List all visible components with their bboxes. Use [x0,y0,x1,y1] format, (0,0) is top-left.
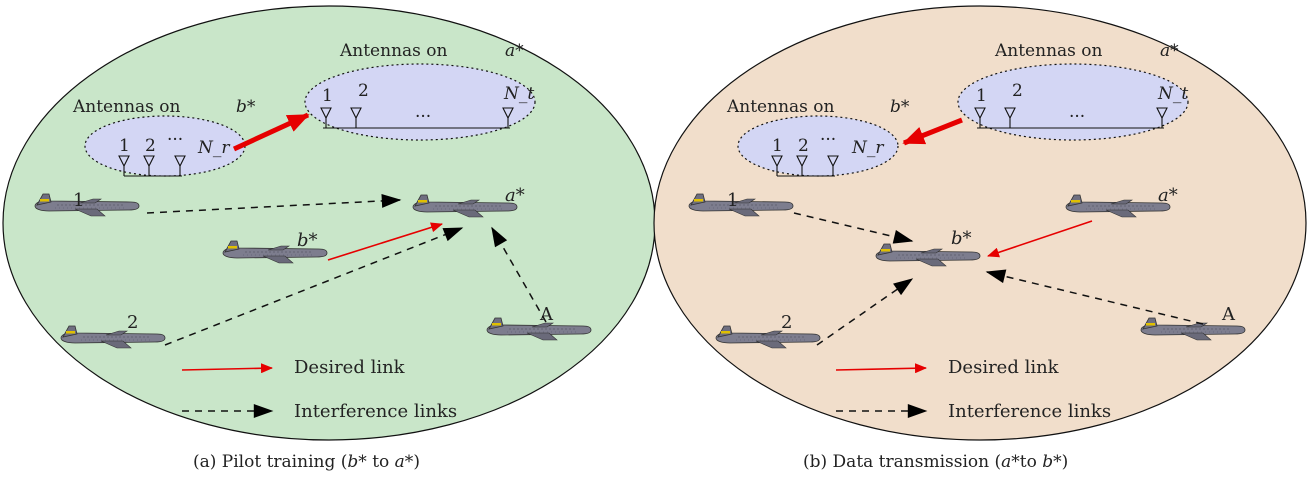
panel-a-legend: Desired link Interference links [181,357,457,422]
desired-link [327,222,443,261]
legend-interference-label: Interference links [294,401,457,422]
antenna-label: 1 [976,86,987,106]
antenna-label: N_t [1157,84,1188,104]
antenna-label: ··· [1069,107,1085,127]
antenna-label: N_r [197,138,230,158]
caption-from: b* [347,452,367,472]
antenna-group-var: b* [236,97,256,117]
antenna-label: 1 [322,86,333,106]
caption-from: a* [1001,452,1020,472]
aircraft-label: 1 [727,190,738,211]
panel-b-legend: Desired link Interference links [835,357,1111,422]
aircraft-label: 2 [781,312,792,333]
antenna-group-title: Antennas on [339,41,448,61]
antenna-group-var: a* [505,41,524,61]
legend-desired-swatch [181,363,273,374]
caption-to-word: to [372,452,390,472]
aircraft-label: b* [951,228,972,249]
panel-b-antenna-group-b: Antennas on b* 1 2 ··· N_r [726,97,910,177]
interference-link [146,193,402,214]
caption-to: a* [394,452,414,472]
antenna-label: N_r [851,138,884,158]
antenna-label: N_t [503,84,534,104]
legend-desired-label: Desired link [294,357,406,378]
desired-link [987,220,1093,258]
panel-b-antenna-group-a: Antennas on a* 1 2 ··· N_t [957,41,1189,141]
antenna-label: 1 [119,136,130,156]
antenna-label: 1 [772,136,783,156]
caption-prefix: (b) Data transmission [803,452,990,472]
antenna-group-title: Antennas on [726,97,835,117]
aircraft-label: a* [505,185,525,206]
panel-b-antenna-link-arrow [902,117,963,146]
legend-interference-label: Interference links [948,401,1111,422]
aircraft-label: 1 [73,190,84,211]
caption-prefix: (a) Pilot training [193,452,336,472]
panel-a-antenna-group-a: Antennas on a* 1 2 ··· N_t [304,41,536,141]
panel-b-caption: (b) Data transmission (a*to b*) [803,452,1069,472]
interference-link [491,226,547,323]
aircraft-label: a* [1158,185,1178,206]
antenna-group-title: Antennas on [72,97,181,117]
legend-desired-label: Desired link [948,357,1060,378]
panel-a-antenna-link-arrow [232,112,310,152]
antenna-group-var: b* [890,97,910,117]
caption-to-word: to [1019,452,1037,472]
antenna-label: 2 [798,136,809,156]
antenna-group-var: a* [1160,41,1179,61]
panel-a-caption: (a) Pilot training (b* to a*) [193,452,420,472]
antenna-label: 2 [1012,81,1023,101]
caption-to: b* [1042,452,1062,472]
antenna-label: ··· [820,130,836,150]
panel-a: Antennas on b* 1 2 ··· N_r Antennas on a… [2,5,656,441]
panel-a-antenna-group-b: Antennas on b* 1 2 ··· N_r [72,97,256,177]
antenna-group-title: Antennas on [994,41,1103,61]
interference-link [816,278,914,346]
panel-b: Antennas on b* 1 2 ··· N_r Antennas on a… [653,5,1307,441]
antenna-label: 2 [358,81,369,101]
aircraft-label: 2 [127,312,138,333]
aircraft-label: b* [297,230,318,251]
antenna-label: 2 [145,136,156,156]
antenna-label: ··· [415,107,431,127]
aircraft-label: A [539,304,554,325]
antenna-label: ··· [167,130,183,150]
legend-desired-swatch [835,363,927,374]
interference-link [164,227,464,346]
aircraft-label: A [1221,304,1236,325]
interference-link [985,269,1204,325]
